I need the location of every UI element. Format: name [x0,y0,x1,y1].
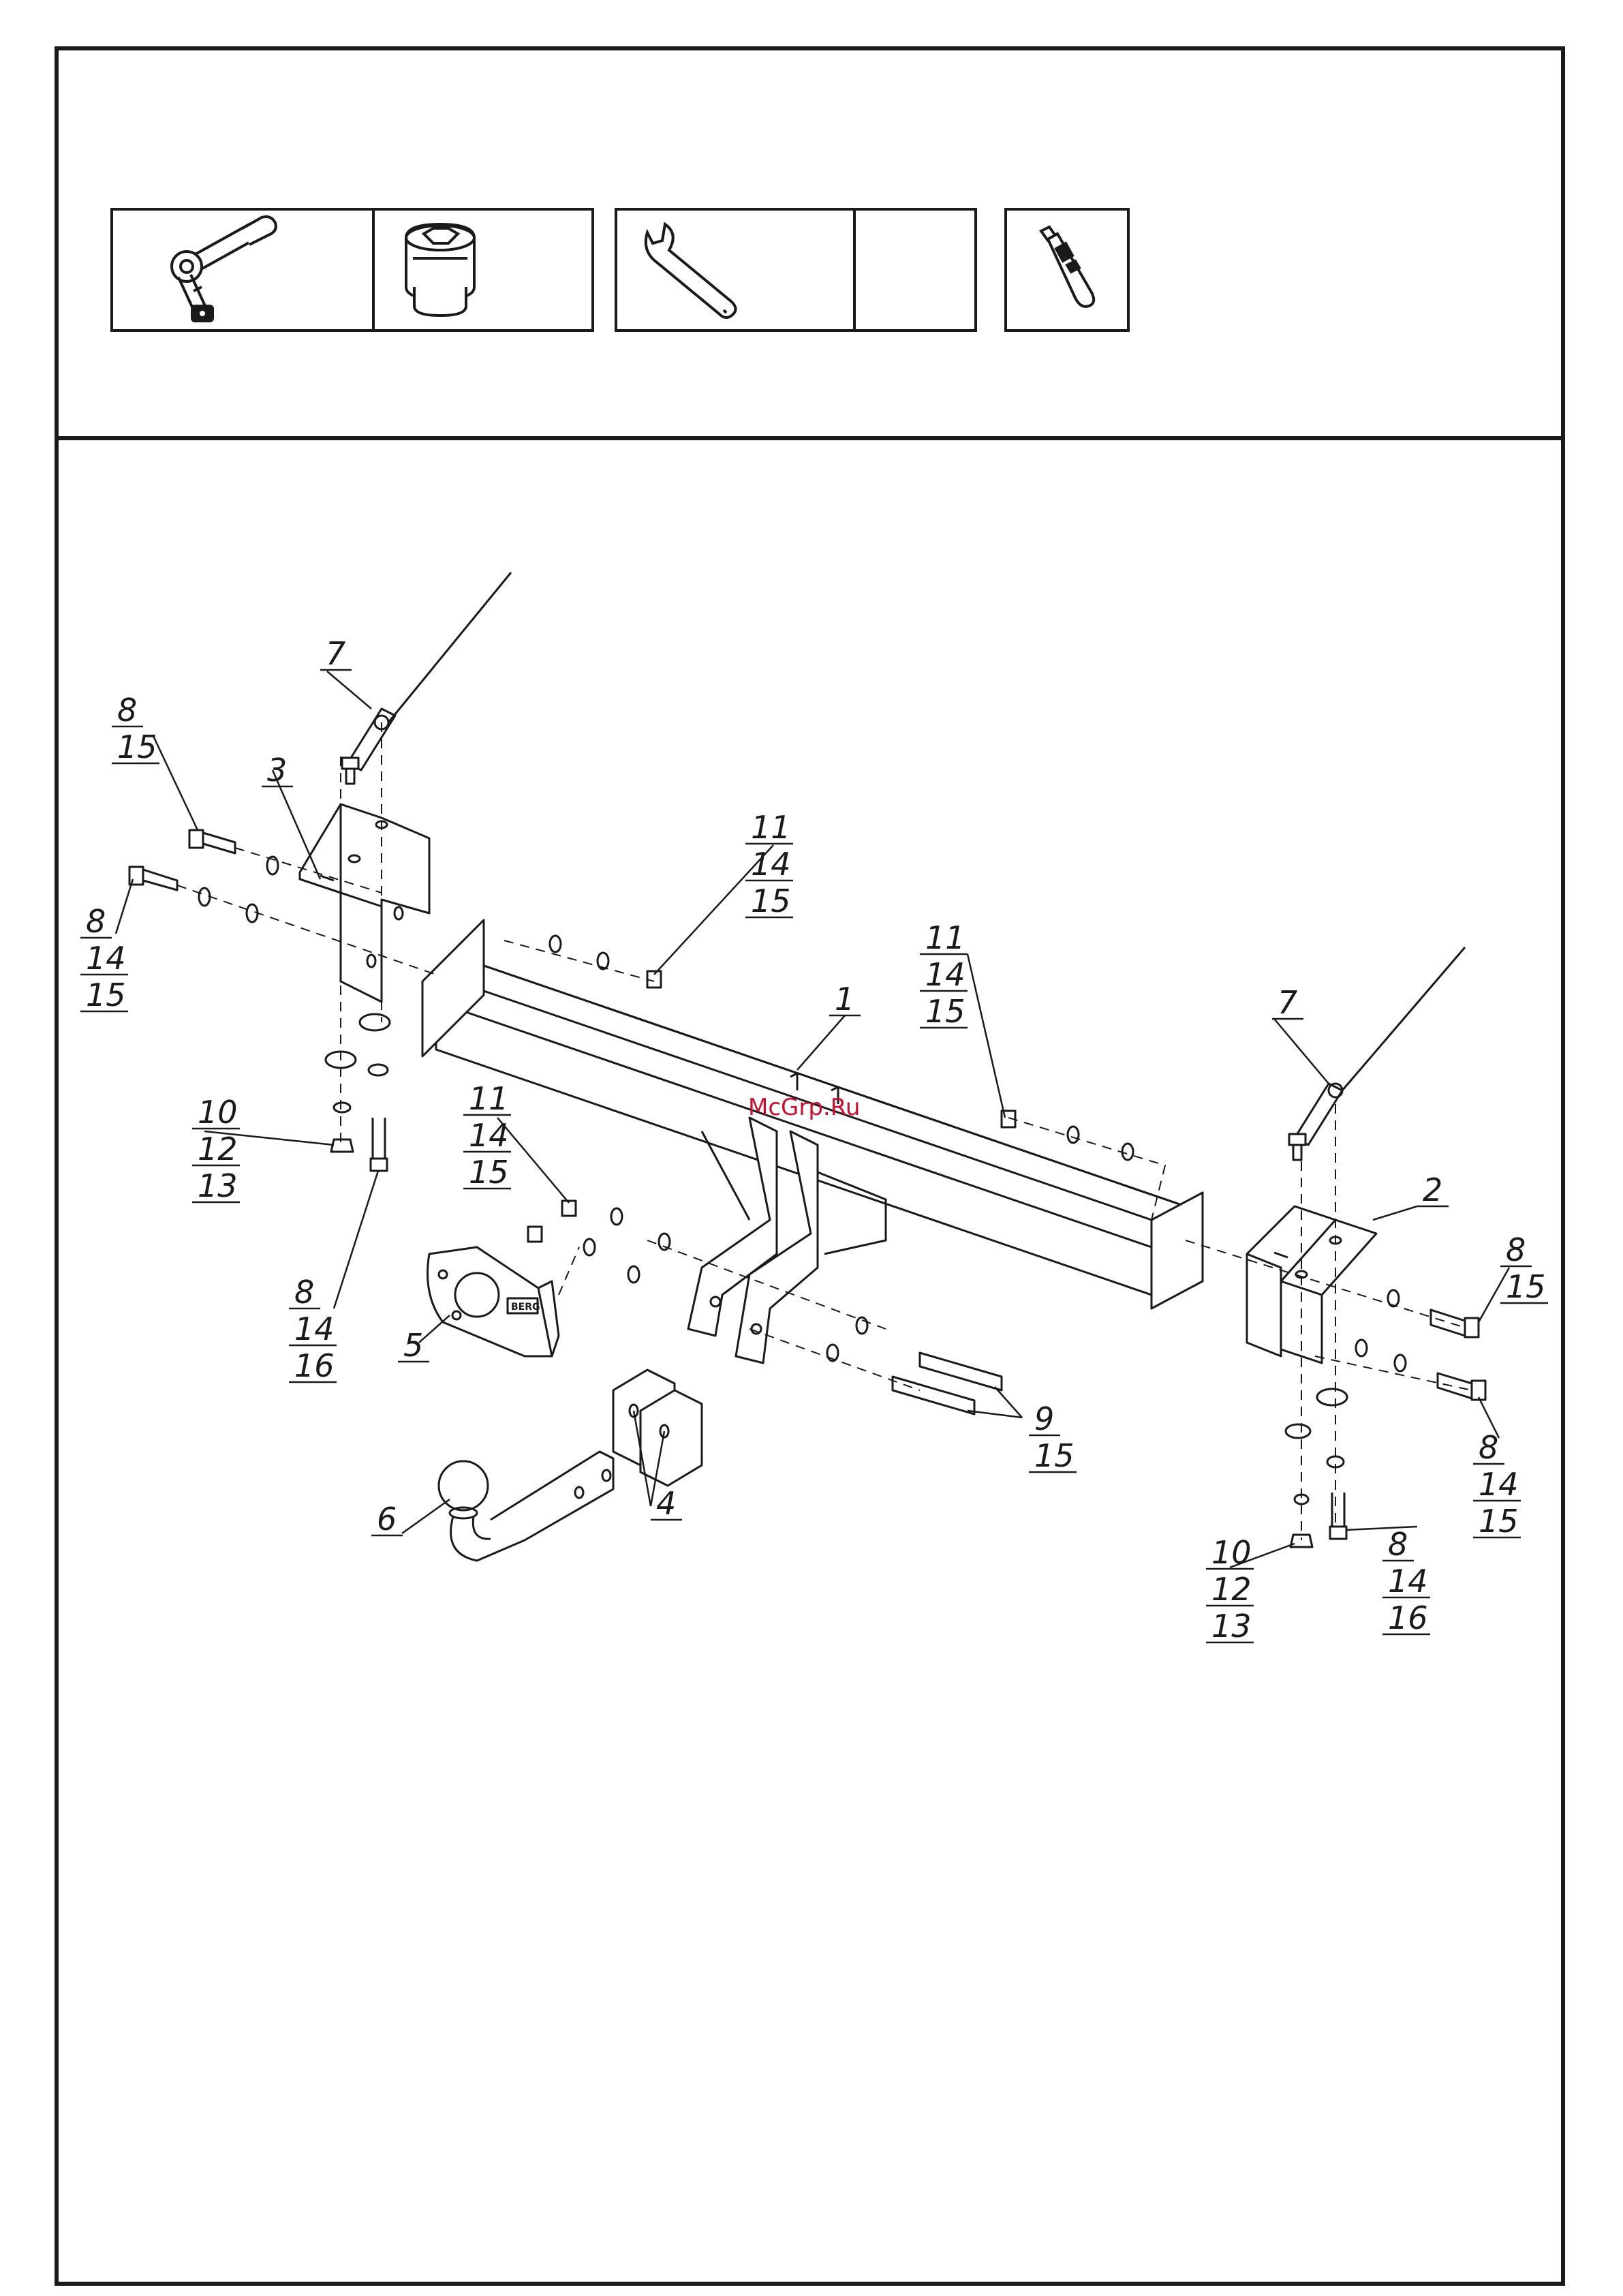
strap-right-part-7 [1289,947,1465,1160]
callout-c8-14-15-left-line-1: 8 [86,903,106,940]
callout-c8-14-15-right-line-3: 15 [1479,1503,1519,1540]
callout-c1-line-1: 1 [835,981,854,1017]
callout-c10-12-13-right-line-1: 10 [1211,1534,1252,1571]
callout-c10-12-13-left-line-1: 10 [198,1094,238,1131]
callout-c8-14-16-left-line-3: 16 [294,1347,335,1384]
callout-c11-14-15-top-line-1: 11 [751,809,791,846]
callout-c8-14-15-right-line-1: 8 [1479,1429,1498,1466]
strap-left-part-7 [342,572,511,784]
brand-badge: BERG [511,1302,540,1313]
callout-c8-15-right-line-2: 15 [1506,1268,1546,1305]
callout-c10-12-13-left-line-3: 13 [198,1167,238,1204]
callout-c11-14-15-right-line-2: 14 [925,956,965,993]
callout-c11-14-15-top-line-3: 15 [751,883,791,919]
callout-c8-14-15-right-line-2: 14 [1479,1466,1519,1503]
callout-c8-14-16-right-line-2: 14 [1388,1563,1428,1599]
callout-c11-14-15-right-line-1: 11 [925,919,965,956]
callout-c10-12-13-left-line-2: 12 [198,1131,238,1167]
callout-c11-14-15-mid-line-3: 15 [469,1154,509,1191]
left-bracket-part-3 [300,804,429,1002]
callout-c8-15-top-line-2: 15 [117,729,157,765]
callout-c8-14-16-right-line-1: 8 [1388,1526,1408,1563]
towball-part-6 [439,1452,613,1561]
callout-c7-left-line-1: 7 [326,635,345,672]
callout-c6-line-1: 6 [377,1501,397,1537]
callout-c8-15-top-line-1: 8 [117,692,137,729]
callout-c8-15-right-line-1: 8 [1506,1231,1526,1268]
callout-c8-14-16-left-line-1: 8 [294,1274,314,1311]
callout-c7-right-line-1: 7 [1278,984,1297,1021]
callout-c10-12-13-right-line-2: 12 [1211,1571,1252,1608]
watermark-text: McGrp.Ru [748,1094,860,1121]
callout-c8-14-15-left-line-3: 15 [86,977,126,1013]
callout-c11-14-15-mid-line-1: 11 [469,1080,509,1117]
callout-c10-12-13-right-line-3: 13 [1211,1608,1252,1644]
callout-c8-14-15-left-line-2: 14 [86,940,126,977]
callout-c8-14-16-left-line-2: 14 [294,1311,335,1347]
callout-c9-15-line-1: 9 [1034,1400,1054,1437]
callout-c11-14-15-top-line-2: 14 [751,846,791,883]
callout-c9-15-line-2: 15 [1034,1437,1075,1474]
callout-c3-line-1: 3 [267,752,287,789]
callout-c11-14-15-mid-line-2: 14 [469,1117,509,1154]
callout-c5-line-1: 5 [403,1327,423,1364]
callout-c8-14-16-right-line-3: 16 [1388,1599,1428,1636]
right-bracket-part-2 [1247,1206,1376,1363]
callout-c11-14-15-right-line-3: 15 [925,993,965,1030]
callout-c2-line-1: 2 [1423,1172,1442,1208]
callout-c4-line-1: 4 [656,1485,676,1522]
